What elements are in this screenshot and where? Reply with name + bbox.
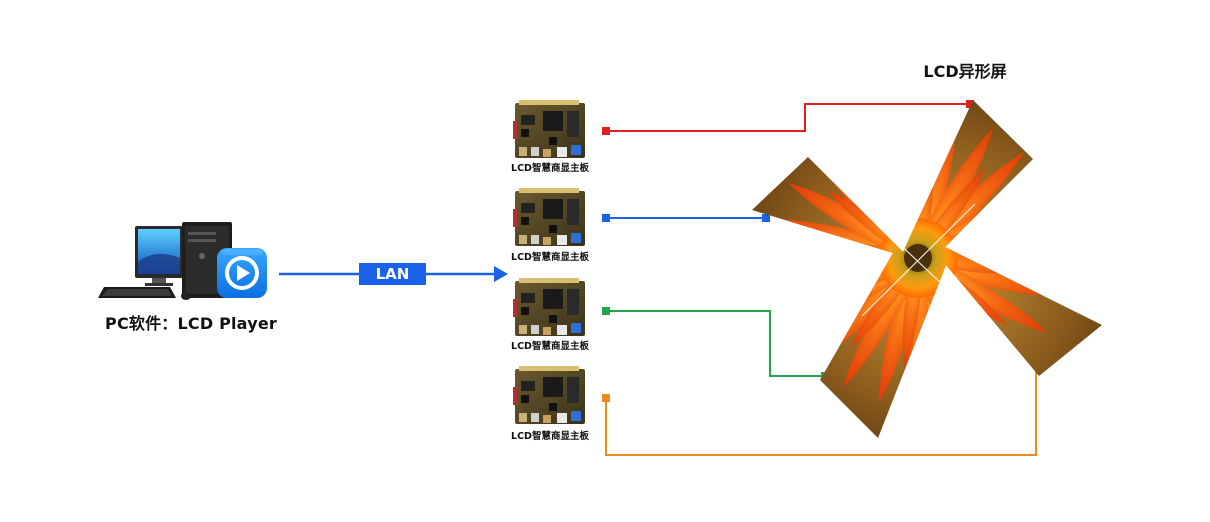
connector-green: [602, 307, 829, 380]
connector-red: [602, 100, 974, 135]
board-label-2: LCD智慧商显主板: [511, 252, 589, 263]
mouse-icon: [181, 292, 191, 300]
arrow-head-icon: [494, 266, 508, 282]
lan-badge: LAN: [359, 263, 426, 285]
pc-software-label: PC软件：LCD Player: [105, 314, 277, 333]
board-1: [513, 100, 585, 158]
board-label-3: LCD智慧商显主板: [511, 341, 589, 352]
board-2: [513, 188, 585, 246]
connector-blue: [602, 214, 770, 222]
irregular-lcd-screen: [752, 100, 1102, 438]
monitor-icon: [135, 226, 183, 286]
pc-computer: [98, 222, 267, 300]
keyboard-icon: [98, 287, 176, 298]
board-4: [513, 366, 585, 424]
board-label-4: LCD智慧商显主板: [511, 431, 589, 442]
lcd-screen-title: LCD异形屏: [923, 62, 1007, 81]
play-icon: [217, 248, 267, 298]
board-3: [513, 278, 585, 336]
board-label-1: LCD智慧商显主板: [511, 163, 589, 174]
